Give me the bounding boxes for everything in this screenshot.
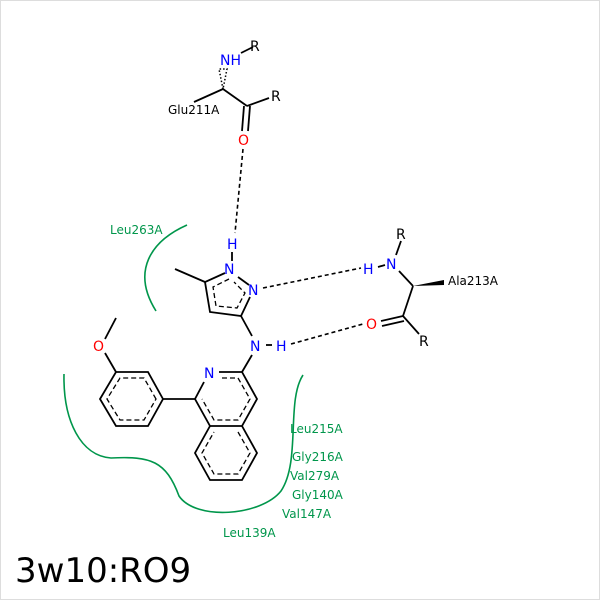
residue-label-leu139a: Leu139A	[223, 526, 276, 540]
hbond-ala213-o	[290, 323, 364, 345]
hydrophobic-arc-leu263	[144, 224, 188, 312]
ligand: H N N N H N O	[93, 237, 287, 481]
residue-label-leu215a: Leu215A	[290, 422, 343, 436]
ala213-label: Ala213A	[448, 274, 499, 288]
residue-label-gly140a: Gly140A	[292, 488, 344, 502]
residue-label-val147a: Val147A	[282, 507, 332, 521]
glu-nh: NH	[220, 53, 241, 69]
pyrazole-n1: N	[224, 262, 234, 278]
ala-h: H	[363, 262, 374, 278]
glu211-label: Glu211A	[168, 103, 220, 117]
residue-label-val279a: Val279A	[290, 469, 340, 483]
complex-title: 3w10:RO9	[15, 551, 192, 591]
glu-r1: R	[250, 39, 260, 55]
residue-label-leu263a: Leu263A	[110, 223, 163, 237]
ala-r1: R	[396, 227, 406, 243]
residue-glu211: NH R R O Glu211A	[168, 39, 281, 149]
methoxy-o: O	[93, 339, 104, 355]
hbond-glu211	[234, 148, 244, 234]
glu-r2: R	[271, 89, 281, 105]
pyrazole-n2: N	[248, 283, 258, 299]
glu-o: O	[238, 133, 249, 149]
linker-n: N	[250, 339, 260, 355]
ala-n: N	[386, 257, 396, 273]
linker-h: H	[276, 339, 287, 355]
isoquinoline-n: N	[204, 366, 214, 382]
hbond-ala213-nh	[262, 267, 362, 289]
pyrazole-h: H	[227, 237, 238, 253]
residue-ala213: H N R O R Ala213A	[363, 227, 499, 350]
ala-o: O	[366, 317, 377, 333]
residue-label-gly216a: Gly216A	[292, 450, 344, 464]
ala-r2: R	[419, 334, 429, 350]
hydrophobic-arc-pocket	[63, 373, 304, 514]
